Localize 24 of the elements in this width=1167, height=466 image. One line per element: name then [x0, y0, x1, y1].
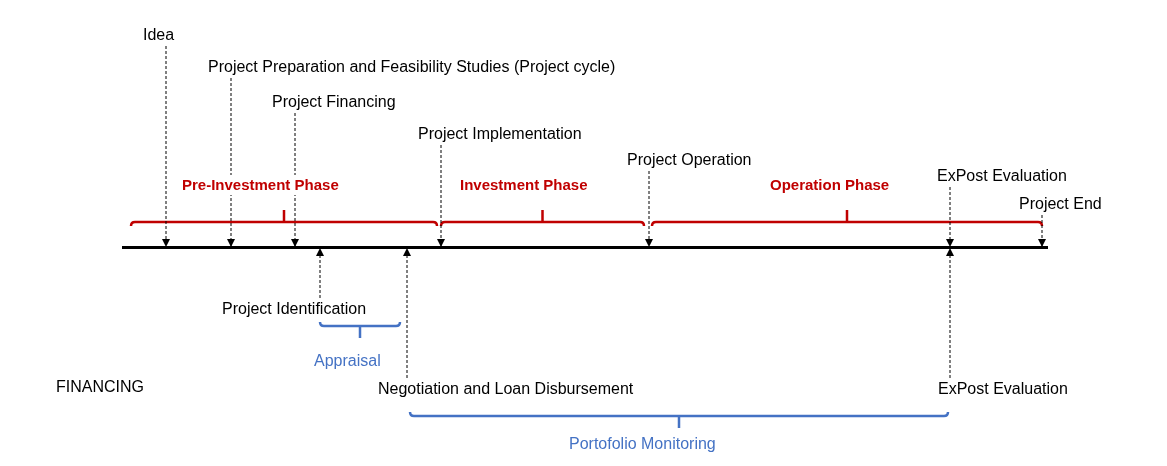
- section-label: FINANCING: [56, 377, 144, 397]
- bracket-label: Appraisal: [314, 351, 381, 371]
- arrow: [316, 248, 324, 299]
- milestone-label: Project Preparation and Feasibility Studies (Project cycle): [208, 57, 616, 77]
- arrow: [162, 45, 170, 247]
- milestone-label: Project Implementation: [418, 124, 582, 144]
- arrow: [645, 170, 653, 247]
- arrow: [291, 112, 299, 247]
- arrow: [437, 144, 445, 247]
- milestone-label: Project Identification: [222, 299, 367, 319]
- milestone-label: Project End: [1019, 194, 1102, 214]
- milestone-label: Project Financing: [272, 92, 396, 112]
- milestone-label: ExPost Evaluation: [937, 166, 1067, 186]
- arrow: [227, 77, 235, 247]
- bracket-label: Portofolio Monitoring: [569, 434, 716, 454]
- arrow: [1038, 214, 1046, 247]
- milestone-label: Idea: [143, 25, 175, 45]
- milestone-label: ExPost Evaluation: [938, 379, 1068, 399]
- milestone-label: Negotiation and Loan Disbursement: [378, 379, 634, 399]
- arrow: [946, 248, 954, 379]
- timeline-bar: [122, 246, 1048, 249]
- arrow: [946, 186, 954, 247]
- arrow: [403, 248, 411, 379]
- milestone-label: Project Operation: [627, 150, 752, 170]
